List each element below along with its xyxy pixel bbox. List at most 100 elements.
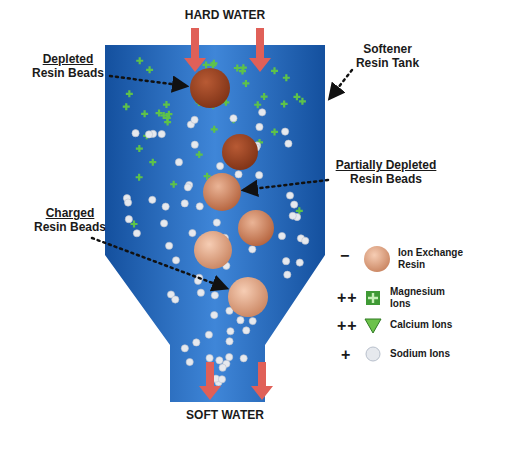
sodium-ion <box>249 317 256 324</box>
sodium-ion <box>175 159 182 166</box>
charge-symbol: − <box>340 248 360 264</box>
magnesium-ion <box>196 151 203 158</box>
magnesium-ion <box>141 110 148 117</box>
sodium-ion <box>285 140 292 147</box>
magnesium-legend: Magnesium Ions <box>362 286 460 310</box>
legend-text: Sodium Ions <box>390 348 460 360</box>
sodium-ion <box>197 289 204 296</box>
sodium-ion <box>191 116 198 123</box>
sodium-ion <box>259 109 266 116</box>
sodium-ion <box>240 355 247 362</box>
legend-sample <box>362 343 384 365</box>
sodium-legend: Sodium Ions <box>362 343 460 365</box>
magnesium-ion <box>234 64 241 71</box>
sodium-ion <box>219 364 226 371</box>
callout-label: Partially Depleted Resin Beads <box>330 158 442 186</box>
sodium-ion <box>218 376 225 383</box>
leader-lines <box>92 70 352 288</box>
calcium-legend: Calcium Ions <box>362 314 460 336</box>
magnesium-ion <box>164 119 171 126</box>
flow-label: HARD WATER <box>160 8 290 22</box>
flow-label: SOFT WATER <box>160 408 290 422</box>
magnesium-ion <box>271 67 278 74</box>
sodium-ion <box>213 219 220 226</box>
sodium-ion <box>162 203 169 210</box>
charge-symbol: ++ <box>337 318 361 334</box>
sodium-ion <box>286 192 293 199</box>
sodium-ion <box>256 123 263 130</box>
sodium-ion <box>191 141 198 148</box>
charge-symbol: + <box>341 347 361 363</box>
legend-sample <box>362 244 392 274</box>
sodium-ion <box>226 338 233 345</box>
sodium-ion <box>291 201 298 208</box>
sodium-ion <box>193 339 200 346</box>
sodium-ion <box>172 296 179 303</box>
resin-tank <box>105 45 325 402</box>
sodium-ion <box>289 212 296 219</box>
magnesium-ion <box>209 62 216 69</box>
charge-symbol: ++ <box>337 290 361 306</box>
legend-text: Ion Exchange Resin <box>398 247 468 271</box>
sodium-ion <box>216 162 223 169</box>
sodium-ion <box>125 216 132 223</box>
magnesium-ion <box>283 74 290 81</box>
magnesium-ion <box>299 98 306 105</box>
magnesium-ion <box>136 145 143 152</box>
magnesium-ion <box>211 126 218 133</box>
sodium-ion <box>283 258 290 265</box>
legend-text: Magnesium Ions <box>390 286 460 310</box>
callout-label: Charged Resin Beads <box>30 206 110 234</box>
flow-arrows <box>184 28 273 400</box>
magnesium-ion <box>149 159 156 166</box>
sodium-ion <box>284 271 291 278</box>
magnesium-ion <box>261 93 268 100</box>
magnesium-ion <box>293 93 300 100</box>
sodium-ion <box>216 357 223 364</box>
sodium-ion <box>184 184 191 191</box>
sodium-ion <box>166 242 173 249</box>
sodium-ion <box>296 259 303 266</box>
magnesium-ion <box>163 101 170 108</box>
magnesium-ion <box>123 103 130 110</box>
magnesium-ion <box>170 181 177 188</box>
sodium-ion <box>211 311 218 318</box>
sodium-ion <box>124 199 131 206</box>
magnesium-ion <box>242 80 249 87</box>
legend-sample <box>362 287 384 309</box>
sodium-ion <box>226 353 233 360</box>
sodium-ion <box>145 131 152 138</box>
sodium-ion <box>132 130 139 137</box>
magnesium-ion <box>203 61 210 68</box>
sodium-ion <box>249 246 256 253</box>
sodium-ion <box>158 131 165 138</box>
magnesium-ion <box>271 128 278 135</box>
resin-legend: Ion Exchange Resin <box>362 244 468 274</box>
sodium-ion <box>278 232 285 239</box>
sodium-ion <box>256 172 263 179</box>
sodium-ion <box>196 203 203 210</box>
sodium-ion <box>237 317 244 324</box>
magnesium-ion <box>126 90 133 97</box>
sodium-ion <box>243 327 250 334</box>
sodium-ion <box>205 331 212 338</box>
sodium-ion <box>149 196 156 203</box>
sodium-ion <box>133 230 140 237</box>
sodium-ion <box>181 200 188 207</box>
callout-label: Depleted Resin Beads <box>28 52 108 80</box>
sodium-ion <box>206 354 213 361</box>
sodium-ion <box>181 345 188 352</box>
sodium-ion <box>282 128 289 135</box>
sodium-ion <box>235 171 242 178</box>
magnesium-ion <box>281 100 288 107</box>
sodium-ion <box>227 328 234 335</box>
sodium-ion <box>302 237 309 244</box>
magnesium-ion <box>146 66 153 73</box>
sodium-ion <box>172 257 179 264</box>
legend-sample <box>362 314 384 336</box>
resin-beads <box>190 68 274 317</box>
magnesium-ion <box>136 174 143 181</box>
tank-label: Softener Resin Tank <box>350 42 425 70</box>
sodium-ion <box>160 220 167 227</box>
sodium-ion <box>211 292 218 299</box>
